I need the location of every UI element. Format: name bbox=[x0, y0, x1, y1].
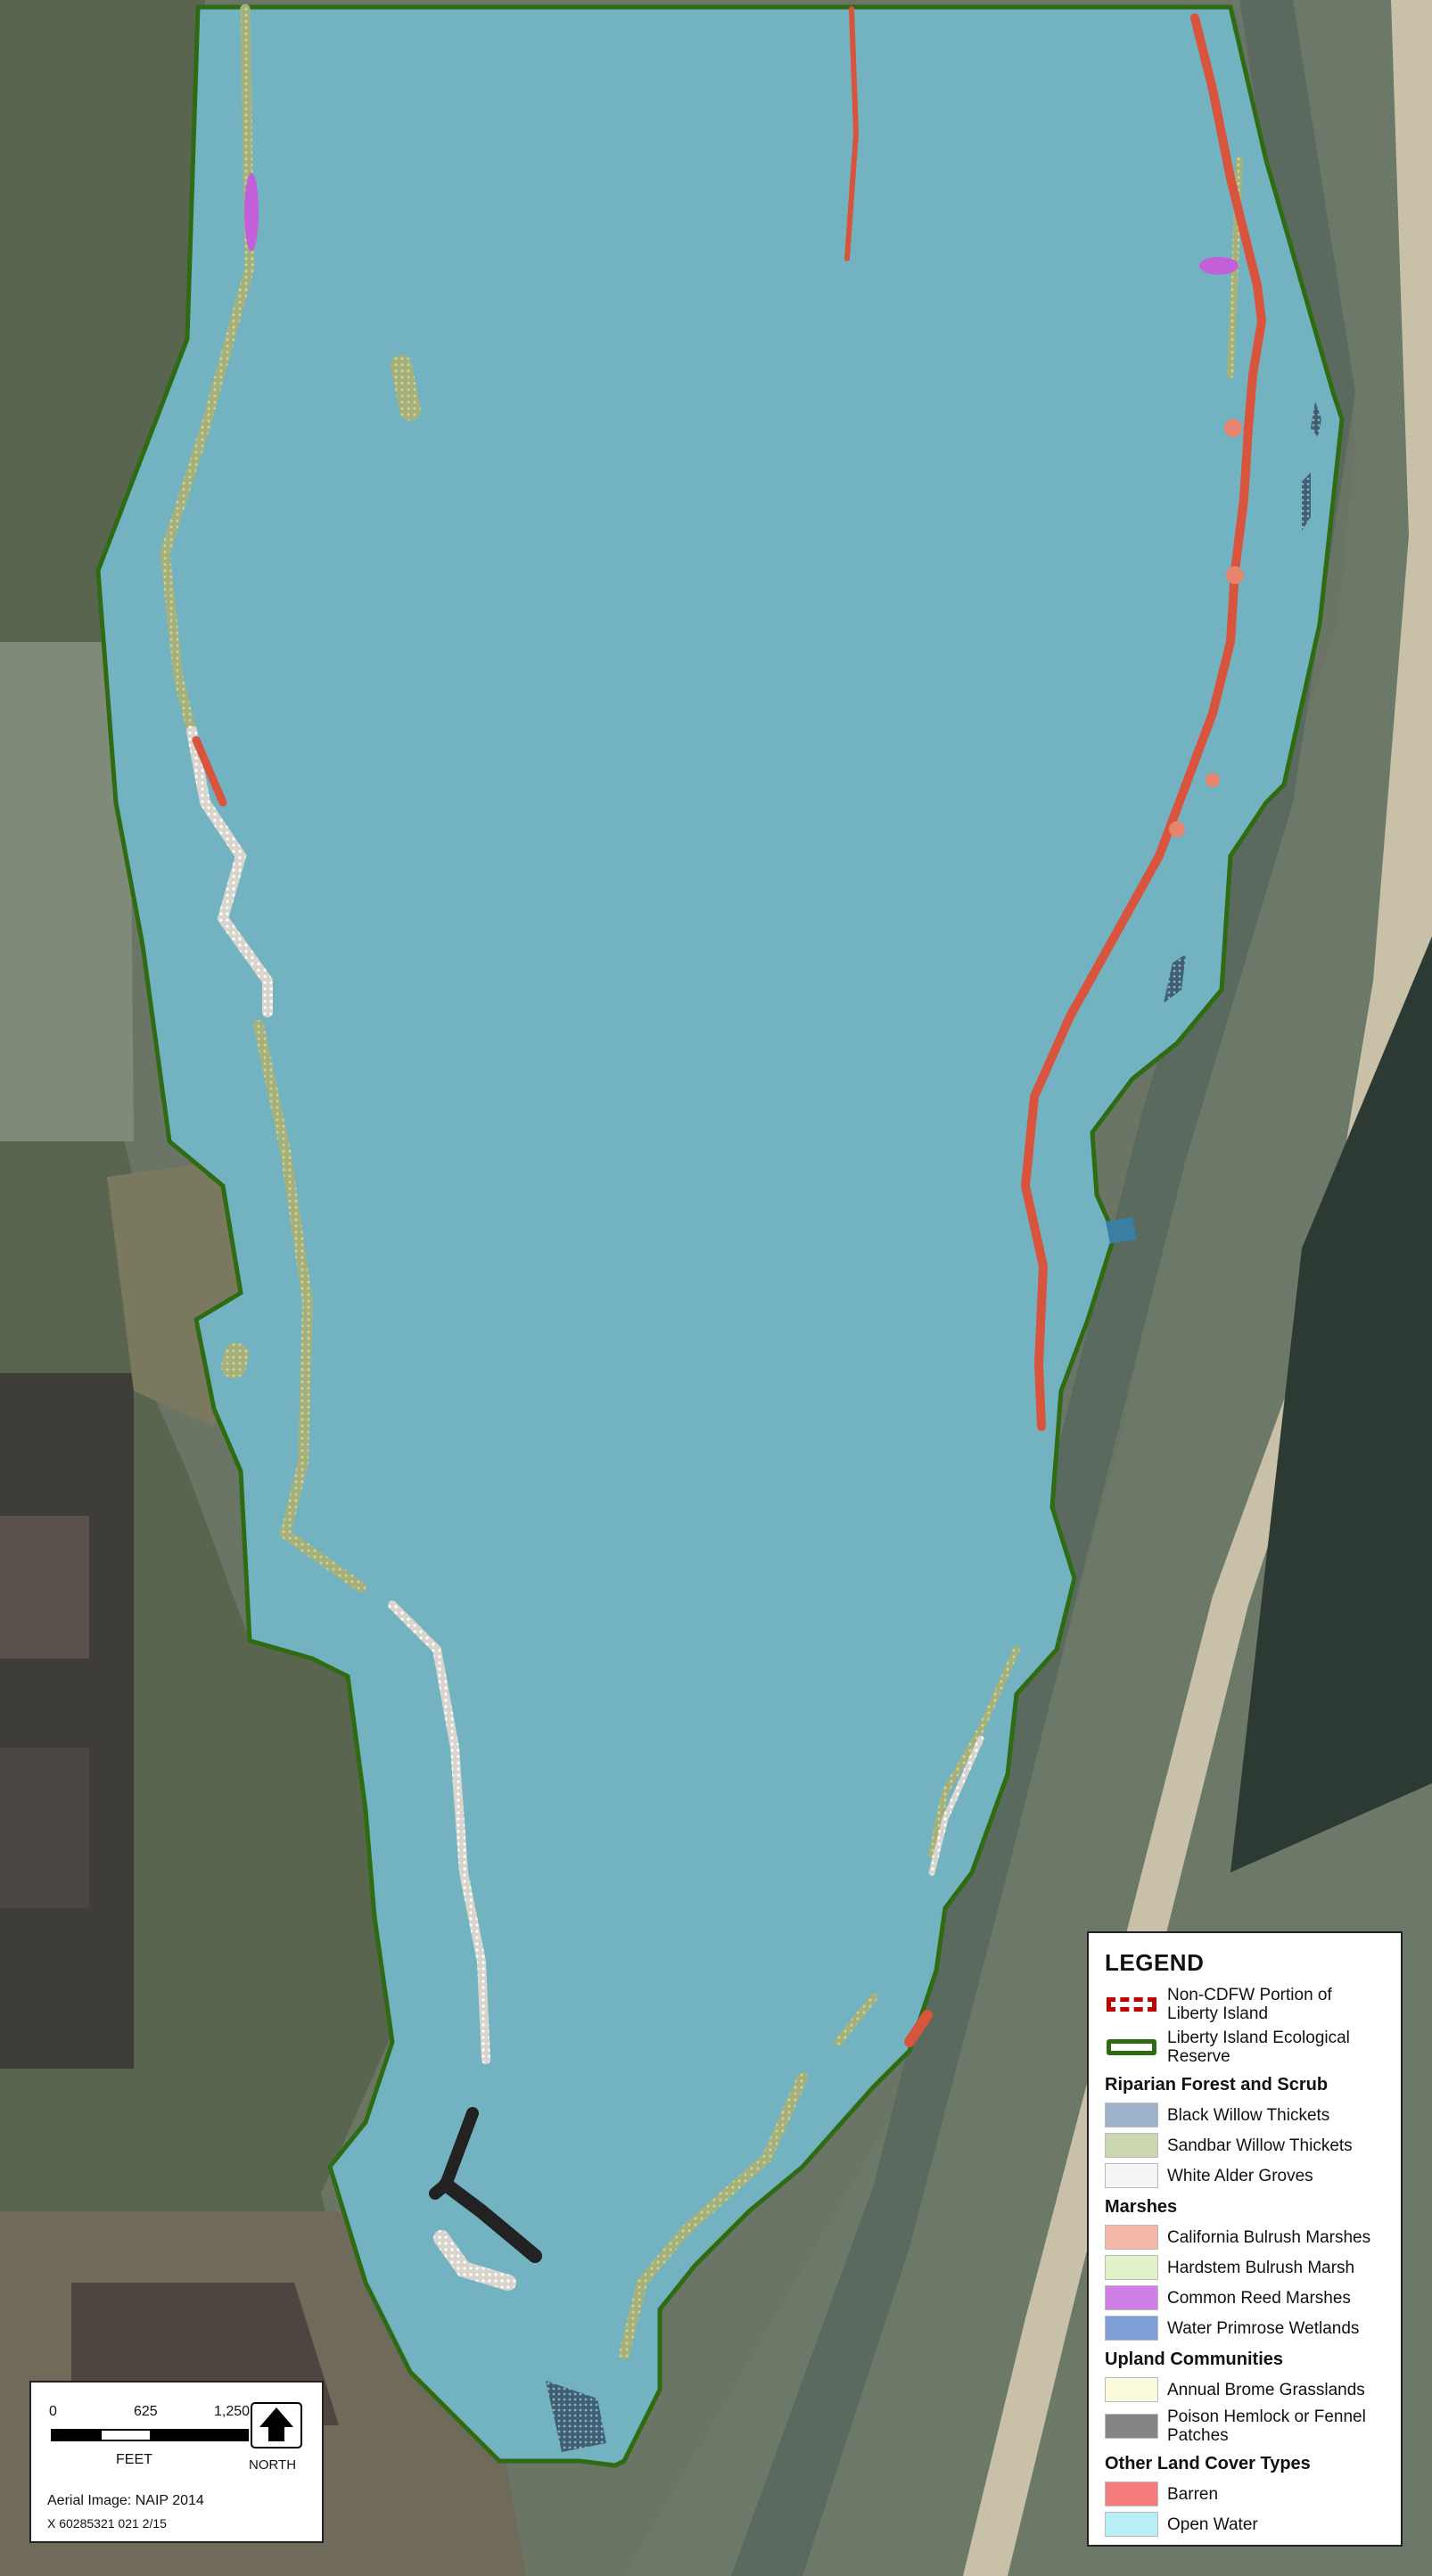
swatch-hardstem-bulrush bbox=[1105, 2255, 1158, 2280]
legend-item-label: Common Reed Marshes bbox=[1167, 2288, 1351, 2308]
swatch-water-primrose bbox=[1105, 2316, 1158, 2341]
legend-item-water-primrose: Water Primrose Wetlands bbox=[1105, 2316, 1385, 2341]
legend-section-marshes: Marshes bbox=[1105, 2197, 1178, 2217]
legend-item-label: Annual Brome Grasslands bbox=[1167, 2380, 1365, 2399]
legend-item-label: White Alder Groves bbox=[1167, 2166, 1313, 2185]
legend-item-label: Water Primrose Wetlands bbox=[1167, 2318, 1360, 2338]
scale-tick-625: 625 bbox=[134, 2404, 158, 2419]
green-boundary-swatch bbox=[1105, 2035, 1158, 2060]
black-willow-thickets bbox=[546, 401, 1321, 2452]
scale-bar bbox=[51, 2429, 249, 2441]
swatch-black-willow bbox=[1105, 2103, 1158, 2127]
legend-section-riparian: Riparian Forest and Scrub bbox=[1105, 2075, 1329, 2095]
scale-tick-1250: 1,250 bbox=[214, 2404, 251, 2419]
legend-item-hardstem-bulrush: Hardstem Bulrush Marsh bbox=[1105, 2255, 1385, 2280]
legend-item-barren: Barren bbox=[1105, 2481, 1385, 2506]
swatch-barren bbox=[1105, 2481, 1158, 2506]
legend-item-california-bulrush: California Bulrush Marshes bbox=[1105, 2225, 1385, 2250]
project-code: X 60285321 021 2/15 bbox=[47, 2516, 167, 2531]
legend-item-label: Liberty Island Ecological Reserve bbox=[1167, 2029, 1350, 2066]
california-bulrush-marshes bbox=[1169, 419, 1244, 837]
legend-item-common-reed: Common Reed Marshes bbox=[1105, 2285, 1385, 2310]
legend-item-sandbar-willow: Sandbar Willow Thickets bbox=[1105, 2133, 1385, 2158]
legend-item-non-cdfw: Non-CDFW Portion of Liberty Island bbox=[1105, 1986, 1385, 2023]
legend-item-label: Open Water bbox=[1167, 2514, 1258, 2534]
legend-section-other: Other Land Cover Types bbox=[1105, 2454, 1311, 2473]
scale-tick-0: 0 bbox=[49, 2404, 57, 2419]
swatch-poison-hemlock bbox=[1105, 2414, 1158, 2439]
legend-item-white-alder: White Alder Groves bbox=[1105, 2163, 1385, 2188]
legend-item-label: Hardstem Bulrush Marsh bbox=[1167, 2258, 1355, 2277]
water-primrose-wetlands bbox=[1106, 1217, 1137, 1244]
poison-hemlock-patch bbox=[429, 2107, 542, 2263]
common-reed-marshes bbox=[244, 173, 1239, 275]
swatch-sandbar-willow bbox=[1105, 2133, 1158, 2158]
north-label: NORTH bbox=[249, 2457, 297, 2473]
legend-item-label: California Bulrush Marshes bbox=[1167, 2227, 1371, 2247]
legend-item-annual-brome: Annual Brome Grasslands bbox=[1105, 2377, 1385, 2402]
legend-item-black-willow: Black Willow Thickets bbox=[1105, 2103, 1385, 2127]
legend-panel: LEGEND Non-CDFW Portion of Liberty Islan… bbox=[1087, 1931, 1403, 2547]
legend-item-label: Barren bbox=[1167, 2484, 1219, 2504]
legend-item-open-water: Open Water bbox=[1105, 2512, 1385, 2537]
swatch-common-reed bbox=[1105, 2285, 1158, 2310]
scale-unit: FEET bbox=[116, 2452, 152, 2467]
legend-item-label: Sandbar Willow Thickets bbox=[1167, 2136, 1353, 2155]
swatch-annual-brome bbox=[1105, 2377, 1158, 2402]
legend-item-reserve: Liberty Island Ecological Reserve bbox=[1105, 2029, 1385, 2066]
swatch-white-alder bbox=[1105, 2163, 1158, 2188]
legend-title: LEGEND bbox=[1105, 1949, 1205, 1976]
aerial-credit: Aerial Image: NAIP 2014 bbox=[47, 2493, 204, 2508]
swatch-open-water bbox=[1105, 2512, 1158, 2537]
dashed-red-boundary-swatch bbox=[1105, 1992, 1158, 2017]
reserve-water-area[interactable] bbox=[95, 4, 1345, 2468]
barren-areas bbox=[192, 6, 1267, 2047]
swatch-california-bulrush bbox=[1105, 2225, 1158, 2250]
legend-item-label: Poison Hemlock or Fennel Patches bbox=[1167, 2407, 1366, 2445]
legend-item-label: Non-CDFW Portion of Liberty Island bbox=[1167, 1986, 1332, 2023]
scale-and-credits-box: 0 625 1,250 FEET NORTH Aerial Image: NAI… bbox=[29, 2381, 324, 2543]
north-arrow-icon bbox=[251, 2402, 302, 2448]
white-alder-groves bbox=[186, 726, 984, 2291]
legend-section-upland: Upland Communities bbox=[1105, 2350, 1284, 2369]
legend-item-label: Black Willow Thickets bbox=[1167, 2105, 1330, 2125]
legend-item-poison-hemlock: Poison Hemlock or Fennel Patches bbox=[1105, 2407, 1385, 2445]
